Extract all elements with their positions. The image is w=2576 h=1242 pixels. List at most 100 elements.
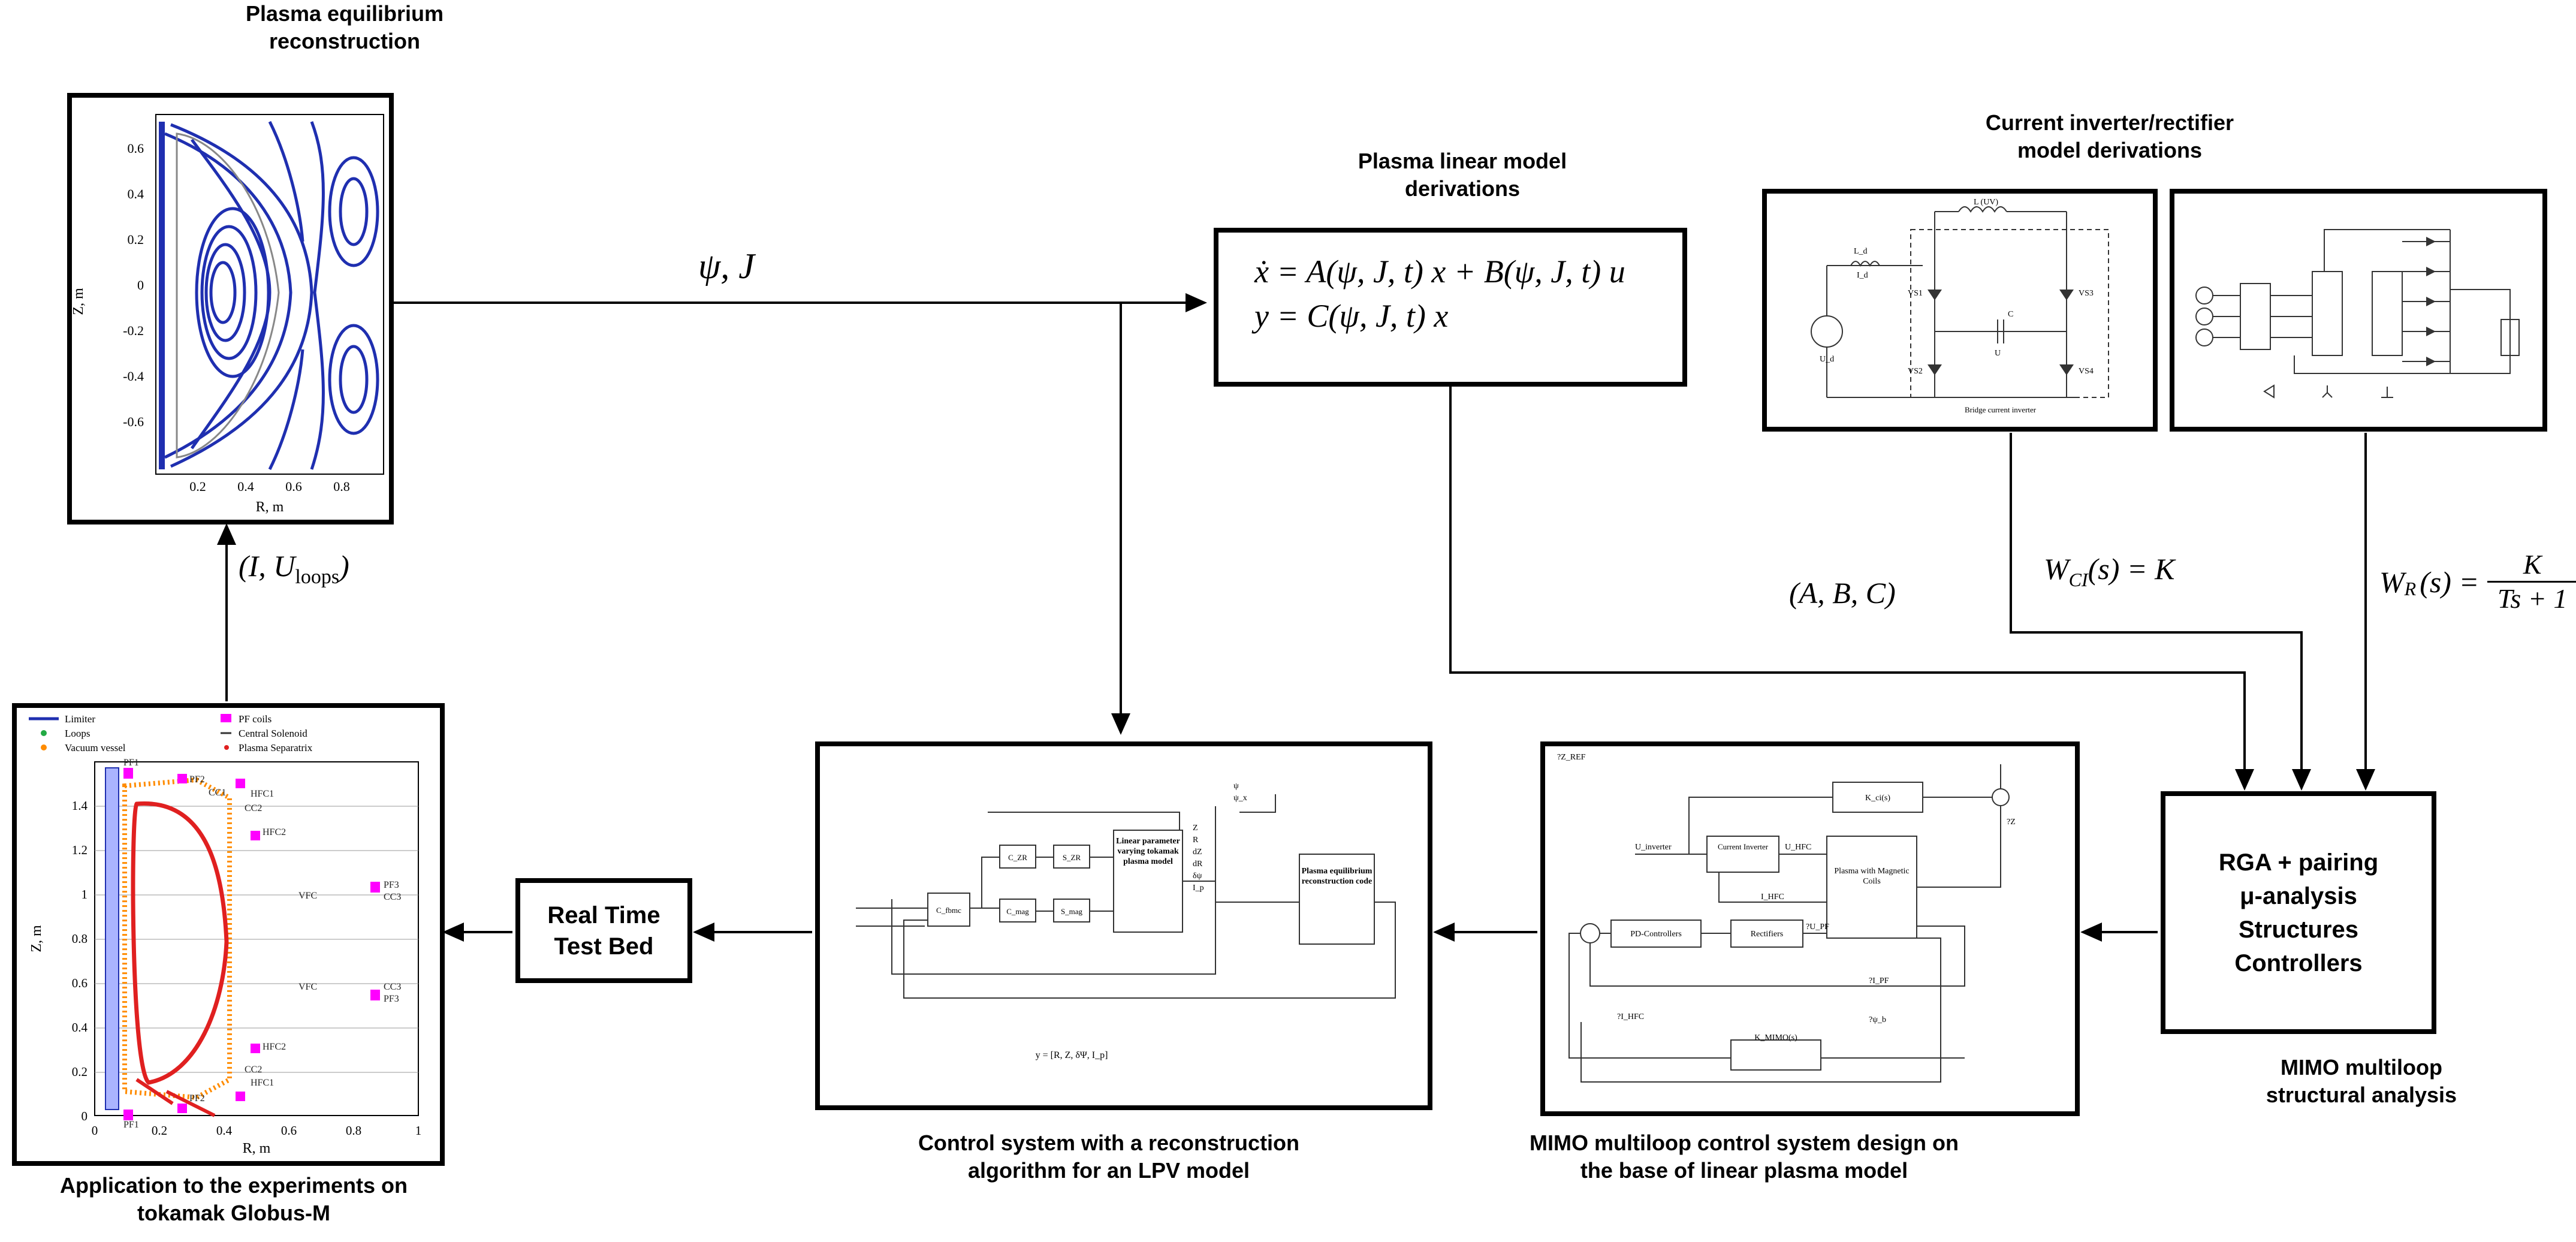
coil-label: PF1: [123, 758, 139, 768]
mimo-structural-caption-line2: structural analysis: [2266, 1083, 2457, 1107]
eq-xtick: 0.2: [189, 479, 206, 494]
state-equation: ẋ = A(ψ, J, t) x + B(ψ, J, t) u: [1254, 254, 1625, 290]
legend-central-solenoid: Central Solenoid: [239, 728, 307, 739]
signal-z: ?Z: [2007, 818, 2016, 827]
wr-numerator: K: [2523, 549, 2542, 580]
circ-label-vs1: VS1: [1908, 289, 1923, 298]
eq-xtick: 0.8: [333, 479, 350, 494]
separatrix-legs: [135, 1078, 216, 1117]
wr-rest: (s) =: [2420, 565, 2480, 599]
gl-xtick: 0.6: [281, 1123, 297, 1138]
i-u-text: (I, U: [239, 549, 295, 583]
eq-ytick: -0.2: [123, 323, 144, 338]
gl-xtick: 0.2: [152, 1123, 167, 1138]
vessel-outline: [176, 132, 280, 459]
gl-ytick: 0.4: [72, 1020, 88, 1035]
label-reconstruction-code: Plasma equilibrium reconstruction code: [1301, 867, 1373, 886]
separatrix-shape: [131, 801, 229, 1085]
equilibrium-plot: Z, m R, m 0.6 0.4 0.2 0 -0.2 -0.4 -0.6 0…: [71, 114, 384, 515]
wci-rest: (s) = K: [2088, 552, 2175, 586]
label-lpv-model: Linear parameter varying tokamak plasma …: [1116, 837, 1180, 866]
coil-label: HFC1: [251, 1078, 274, 1088]
globus-plot: Limiter PF coils Loops Central Solenoid …: [29, 713, 422, 1156]
real-time-test-bed-box[interactable]: Real Time Test Bed: [515, 878, 692, 983]
legend-vacuum-vessel: Vacuum vessel: [65, 742, 126, 753]
rga-line-3: Structures: [2238, 916, 2359, 943]
linear-model-box: ẋ = A(ψ, J, t) x + B(ψ, J, t) u y = C(ψ,…: [1214, 228, 1687, 387]
circ-label-bridge: Bridge current inverter: [1965, 405, 2037, 414]
signal-zref: ?Z_REF: [1557, 753, 1586, 762]
circ-label-ud: U_d: [1820, 355, 1834, 364]
rga-line-2: μ-analysis: [2240, 882, 2357, 909]
circ-label-vs2: VS2: [1908, 367, 1923, 376]
rga-box[interactable]: RGA + pairing μ-analysis Structures Cont…: [2161, 791, 2436, 1034]
block-s-zr: [1053, 845, 1090, 869]
circ-label-vs4: VS4: [2079, 367, 2094, 376]
label-current-inverter: Current Inverter: [1717, 842, 1769, 851]
label-kci: K_ci(s): [1865, 794, 1890, 803]
signal-u-inverter: U_inverter: [1635, 843, 1672, 852]
rga-line-4: Controllers: [2234, 949, 2363, 976]
control-footer: y = [R, Z, δΨ, I_p]: [1036, 1050, 1108, 1060]
coil-label: HFC1: [251, 789, 274, 799]
block-current-inverter: [1706, 836, 1779, 873]
equilibrium-xlabel: R, m: [256, 499, 284, 515]
eq-ytick: -0.6: [123, 414, 144, 429]
application-caption: Application to the experiments on tokama…: [0, 1172, 467, 1227]
output-psix: ψ_x: [1233, 794, 1247, 803]
mimo-design-box: K_ci(s) K_MIMO(s) PD-Controllers Rectifi…: [1540, 741, 2080, 1116]
block-reconstruction-code: [1299, 854, 1375, 945]
wr-fraction: K Ts + 1: [2487, 548, 2576, 615]
block-s-mag: [1053, 899, 1090, 923]
block-plasma-coils: [1826, 836, 1917, 939]
gl-xtick: 1: [415, 1123, 422, 1138]
mimo-design-caption-line2: the base of linear plasma model: [1580, 1158, 1908, 1183]
eq-ytick: 0.4: [128, 186, 144, 201]
inductor-ld: [1850, 261, 1880, 267]
mimo-design-diagram: K_ci(s) K_MIMO(s) PD-Controllers Rectifi…: [1557, 753, 2016, 1083]
rectifier-circuit: [2195, 229, 2520, 399]
equilibrium-caption-line1: Plasma equilibrium: [245, 1, 444, 26]
equilibrium-caption: Plasma equilibrium reconstruction: [177, 0, 512, 55]
wr-denominator: Ts + 1: [2497, 583, 2568, 614]
signal-upf: ?U_PF: [1806, 923, 1829, 932]
circ-label-l: L (UV): [1974, 198, 1998, 207]
label-c-fbmc: C_fbmc: [936, 906, 961, 915]
linear-model-caption-line1: Plasma linear model: [1358, 149, 1567, 173]
gl-ytick: 0.2: [72, 1065, 88, 1079]
coil-label: CC2: [245, 803, 262, 813]
mimo-structural-caption: MIMO multiloop structural analysis: [2194, 1054, 2529, 1109]
output-psi: ψ: [1233, 782, 1239, 791]
gl-ytick: 0.6: [72, 976, 88, 990]
output-ip: I_p: [1193, 884, 1204, 893]
coil-label: CC1: [209, 788, 226, 798]
inverter-caption-line2: model derivations: [2017, 138, 2203, 162]
legend-plasma-separatrix: Plasma Separatrix: [239, 742, 313, 753]
block-lpv-model: [1113, 830, 1183, 933]
equilibrium-plot-box: Z, m R, m 0.6 0.4 0.2 0 -0.2 -0.4 -0.6 0…: [67, 93, 394, 524]
abc-label: (A, B, C): [1789, 576, 1896, 610]
wci-label: WCI(s) = K: [2044, 551, 2175, 591]
transformer-2: [2312, 271, 2343, 356]
label-plasma-coils: Plasma with Magnetic Coils: [1834, 867, 1910, 886]
eq-xtick: 0.4: [237, 479, 254, 494]
output-dpsi: δψ: [1193, 872, 1202, 881]
control-system-diagram: C_fbmc C_ZR S_ZR C_mag S_mag Linear para…: [856, 782, 1396, 1060]
block-kci: [1832, 782, 1923, 813]
pf-coil-markers: [123, 768, 380, 1120]
coil-label: PF1: [123, 1120, 139, 1130]
coil-label: VFC: [298, 891, 317, 901]
central-solenoid-shape: [105, 767, 119, 1110]
coil-label: VFC: [298, 982, 317, 992]
coil-label: PF3: [384, 880, 399, 890]
winding-symbols: [2263, 384, 2393, 399]
signal-psib: ?ψ_b: [1869, 1015, 1886, 1024]
mimo-structural-caption-line1: MIMO multiloop: [2281, 1055, 2442, 1080]
inverter-caption-line1: Current inverter/rectifier: [1985, 110, 2234, 135]
kci-sum-junction: [1992, 788, 2010, 806]
control-system-box: C_fbmc C_ZR S_ZR C_mag S_mag Linear para…: [815, 741, 1432, 1110]
voltage-source: [1811, 315, 1843, 348]
label-pd: PD-Controllers: [1630, 930, 1682, 939]
circ-label-u: U: [1995, 349, 2001, 358]
